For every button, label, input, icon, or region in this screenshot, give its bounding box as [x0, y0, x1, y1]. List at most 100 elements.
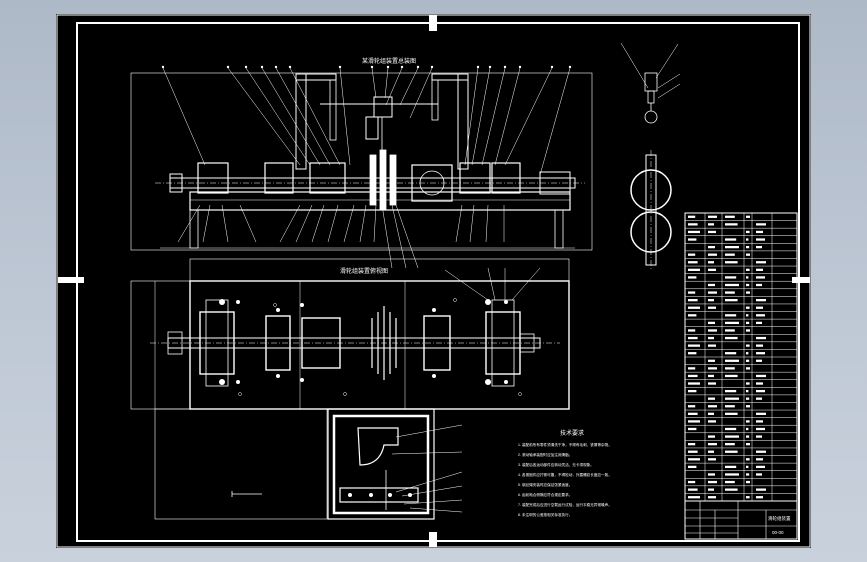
tech-requirement-item: 3. 装配后各运动部件应转动灵活，无卡滞现象。: [518, 462, 594, 467]
parts-list-cell-text: [756, 488, 766, 491]
parts-list-cell-text: [756, 458, 763, 461]
parts-list-cell-text: [688, 329, 696, 332]
parts-list-cell-text: [725, 299, 738, 302]
parts-list-cell-text: [756, 321, 762, 325]
parts-list-cell-text: [708, 397, 715, 400]
parts-list-cell-text: [725, 336, 738, 340]
parts-list-cell-text: [746, 427, 749, 431]
parts-list-table: [684, 212, 798, 502]
parts-list-cell-text: [688, 352, 697, 355]
parts-list-cell-text: [725, 465, 737, 469]
parts-list-cell-text: [708, 435, 715, 438]
parts-list-cell-text: [756, 496, 763, 499]
parts-list-cell-text: [746, 276, 749, 279]
technical-requirements: 技术要求 1. 装配前所有零件须清洗干净，不得有毛刺、铁屑等杂物。 2. 滚动轴…: [518, 429, 612, 517]
pulley-detail-view: [620, 42, 681, 270]
parts-list-cell-text: [688, 443, 696, 446]
parts-list-cell-text: [688, 291, 696, 294]
parts-list-cell-text: [688, 412, 698, 415]
parts-list-cell-text: [688, 230, 700, 234]
parts-list-cell-text: [756, 238, 765, 241]
parts-list-cell-text: [688, 496, 700, 499]
parts-list-cell-text: [725, 223, 738, 226]
parts-list-cell-text: [725, 450, 738, 453]
parts-list-cell-text: [708, 344, 716, 347]
parts-list-cell-text: [708, 329, 717, 332]
parts-list-cell-text: [746, 367, 750, 370]
parts-list-cell-text: [725, 397, 739, 400]
title-block: 滑轮组装置 00-00: [684, 500, 798, 540]
parts-list-cell-text: [756, 374, 766, 378]
parts-list-cell-text: [708, 382, 716, 385]
parts-list-cell-text: [746, 321, 750, 325]
parts-list-cell-text: [688, 382, 700, 385]
parts-list-cell-text: [725, 427, 737, 431]
parts-list-cell-text: [746, 443, 750, 446]
parts-list-cell-text: [688, 420, 700, 423]
parts-list-cell-text: [756, 283, 762, 287]
parts-list-cell-text: [746, 496, 750, 499]
tech-requirement-item: 8. 未注明的公差按相关标准执行。: [518, 512, 572, 517]
parts-list-cell-text: [756, 465, 765, 469]
parts-list-cell-text: [746, 238, 749, 241]
parts-list-cell-text: [725, 276, 737, 279]
parts-list-cell-text: [725, 389, 737, 393]
parts-list-cell-text: [756, 420, 763, 423]
parts-list-cell-text: [688, 261, 698, 264]
tech-requirement-item: 7. 装配完成后应进行空载运行试验，运行平稳无异常噪声。: [518, 502, 612, 507]
parts-list-cell-text: [725, 367, 735, 370]
parts-list-cell-text: [725, 261, 738, 264]
parts-list-cell-text: [708, 245, 715, 249]
parts-list-cell-text: [688, 215, 696, 218]
parts-list-cell-text: [725, 435, 739, 438]
parts-list-cell-text: [708, 336, 714, 340]
parts-list-cell-text: [708, 291, 717, 294]
parts-list-cell-text: [756, 412, 766, 415]
parts-list-cell-text: [746, 215, 750, 218]
parts-list-cell-text: [708, 253, 717, 256]
parts-list-cell-text: [708, 223, 714, 226]
parts-list-cell-text: [746, 405, 750, 408]
parts-list-cell-text: [688, 450, 698, 453]
parts-list-cell-text: [756, 245, 762, 249]
parts-list-cell-text: [725, 253, 735, 256]
parts-list-cell-text: [688, 488, 698, 491]
parts-list-cell-text: [746, 230, 750, 234]
parts-list-cell-text: [746, 245, 750, 249]
parts-list-cell-text: [746, 283, 750, 287]
parts-list-cell-text: [725, 245, 739, 249]
parts-list-cell-text: [746, 253, 750, 256]
parts-list-cell-text: [756, 223, 766, 226]
parts-list-cell-text: [746, 359, 750, 362]
parts-list-cell-text: [725, 405, 735, 408]
parts-list-cell-text: [725, 283, 739, 287]
parts-list-cell-text: [688, 314, 697, 317]
parts-list-cell-text: [756, 299, 766, 302]
parts-list-cell-text: [708, 420, 716, 423]
parts-list-cell-text: [746, 473, 750, 476]
parts-list-cell-text: [708, 230, 716, 234]
parts-list-cell-text: [725, 480, 735, 484]
parts-list-cell-text: [688, 276, 697, 279]
tech-requirement-item: 6. 齿轮啮合侧隙应符合规定要求。: [518, 492, 572, 497]
parts-list-cell-text: [708, 480, 717, 484]
parts-list-cell-text: [708, 450, 714, 453]
parts-list-cell-text: [756, 359, 762, 362]
tech-requirements-title: 技术要求: [560, 429, 584, 437]
parts-list-cell-text: [746, 306, 750, 309]
parts-list-cell-text: [746, 291, 750, 294]
parts-list-cell-text: [725, 321, 739, 325]
parts-list-cell-text: [708, 261, 714, 264]
parts-list-cell-text: [688, 389, 697, 393]
parts-list-cell-text: [725, 473, 739, 476]
parts-list-cell-text: [688, 405, 696, 408]
parts-list-cell-text: [725, 238, 737, 241]
parts-list-cell-text: [708, 405, 717, 408]
parts-list-cell-text: [756, 435, 762, 438]
centering-marks: [58, 15, 810, 547]
parts-list-cell-text: [688, 336, 698, 340]
parts-list-cell-text: [746, 389, 749, 393]
parts-list-cell-text: [756, 352, 765, 355]
parts-list-cell-text: [725, 412, 738, 415]
tech-requirement-item: 5. 钢丝绳安装时应保证张紧适度。: [518, 482, 572, 487]
